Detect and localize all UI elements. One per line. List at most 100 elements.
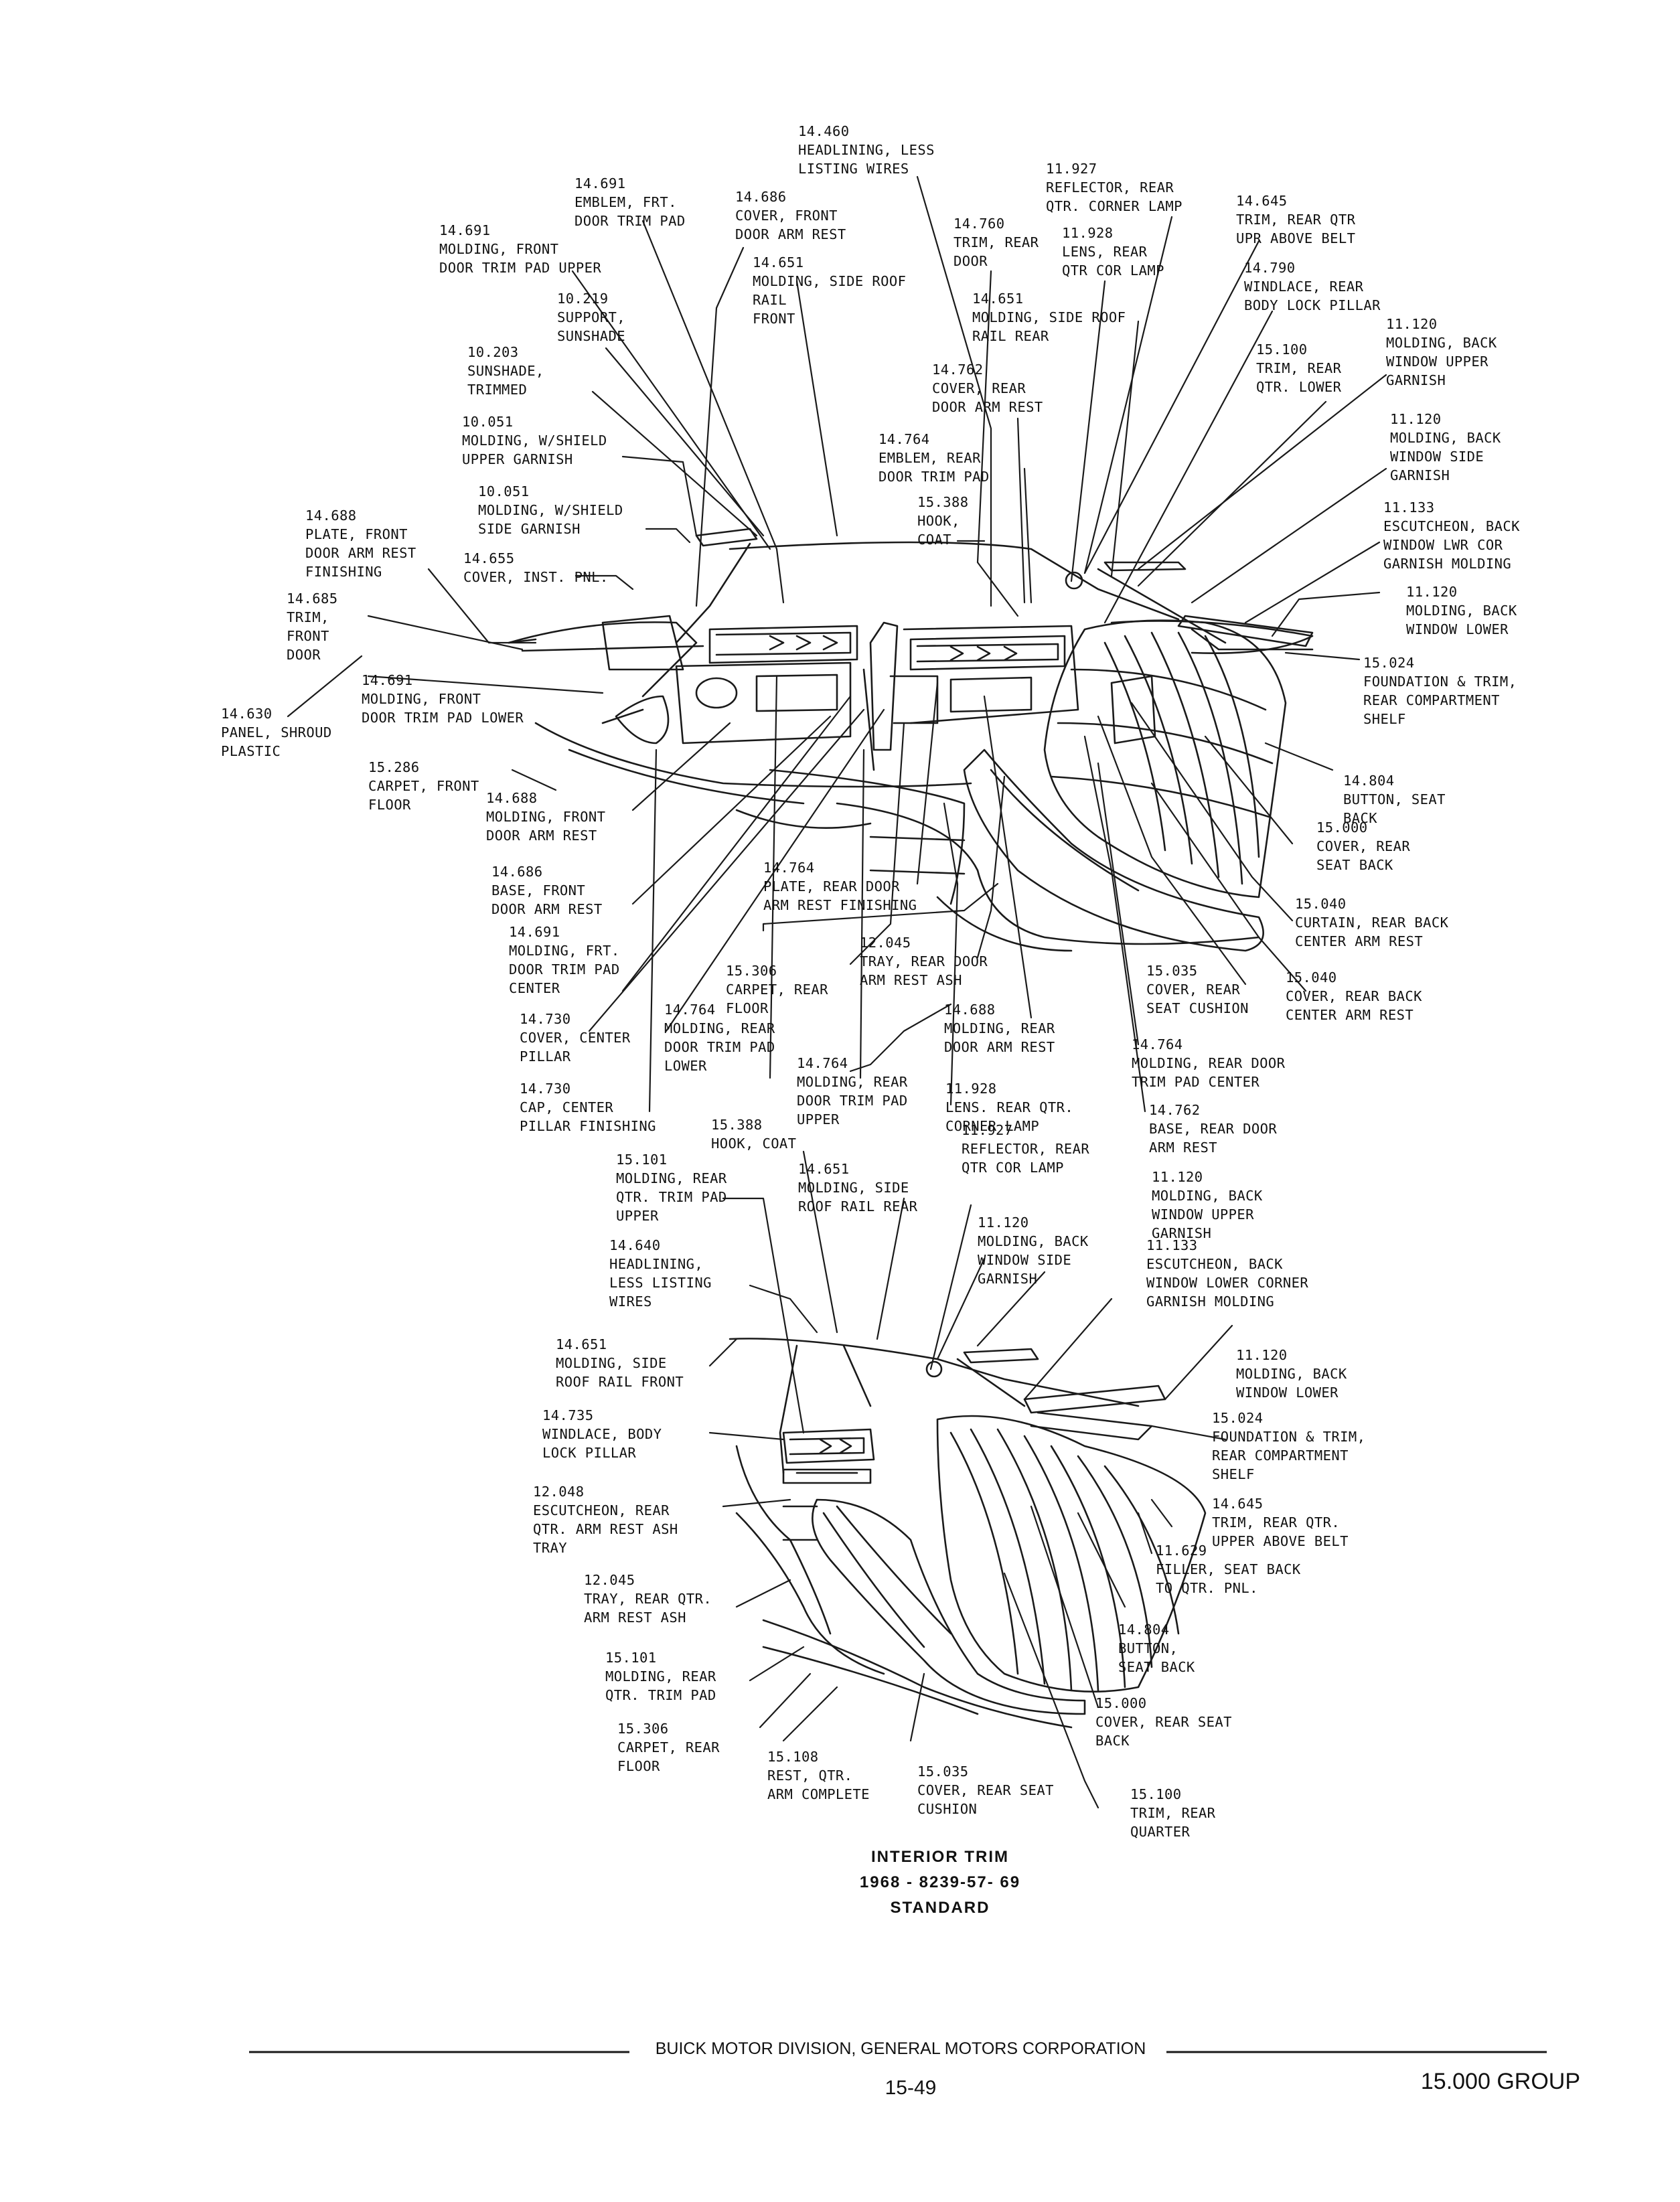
callout-part-number: 14.691: [509, 924, 560, 940]
footer-page-number: 15-49: [885, 2077, 937, 2099]
callout-part-number: 14.651: [556, 1336, 607, 1352]
callout-part-number: 14.651: [972, 291, 1024, 307]
callout-part-number: 14.764: [1132, 1036, 1183, 1052]
callout-part-number: 14.764: [664, 1002, 716, 1018]
callout-description: MOLDING, SIDE ROOF RAIL FRONT: [753, 273, 907, 327]
leader-lines-top: [287, 175, 1387, 1113]
callout-part-number: 15.108: [767, 1749, 819, 1765]
callout-part-number: 14.764: [797, 1055, 848, 1071]
callout-part-number: 14.686: [735, 189, 787, 205]
callout-part-number: 14.630: [221, 706, 273, 722]
callout-part-number: 15.035: [1146, 963, 1198, 979]
callout-part-number: 14.691: [439, 222, 491, 238]
callout-part-number: 14.764: [763, 860, 815, 876]
callout-part-number: 12.045: [584, 1572, 635, 1588]
callout-description: TRIM, REAR QTR UPR ABOVE BELT: [1236, 212, 1356, 246]
callout-description: CAP, CENTER PILLAR FINISHING: [520, 1099, 656, 1134]
callout-part-number: 10.219: [557, 291, 609, 307]
leader-lines-bottom: [708, 1150, 1233, 1809]
callout-part-number: 15.000: [1095, 1695, 1147, 1711]
callout-part-number: 14.804: [1343, 773, 1395, 789]
callout-part-number: 15.388: [711, 1117, 763, 1133]
callout-description: MOLDING, BACK WINDOW SIDE GARNISH: [978, 1233, 1089, 1287]
callout-description: COVER, REAR SEAT CUSHION: [917, 1782, 1054, 1817]
callout-part-number: 15.035: [917, 1763, 969, 1780]
callout-description: HOOK, COAT: [711, 1135, 797, 1152]
callout-part-number: 14.730: [520, 1081, 571, 1097]
callout-part-number: 15.101: [616, 1152, 668, 1168]
callout-part-number: 11.120: [1386, 316, 1438, 332]
callout-part-number: 14.735: [542, 1407, 594, 1423]
callout-description: MOLDING, FRT. DOOR TRIM PAD CENTER: [509, 943, 620, 996]
callout-part-number: 15.306: [617, 1721, 669, 1737]
callout-description: REFLECTOR, REAR QTR. CORNER LAMP: [1046, 179, 1182, 214]
callout-description: MOLDING, REAR DOOR TRIM PAD UPPER: [797, 1074, 908, 1127]
callout-description: MOLDING, FRONT DOOR TRIM PAD UPPER: [439, 241, 602, 276]
callout-part-number: 14.651: [798, 1161, 850, 1177]
callout-description: MOLDING, FRONT DOOR TRIM PAD LOWER: [362, 691, 524, 726]
callout-part-number: 11.120: [1406, 584, 1458, 600]
footer-company: BUICK MOTOR DIVISION, GENERAL MOTORS COR…: [655, 2039, 1146, 2058]
callout-description: MOLDING, SIDE ROOF RAIL REAR: [798, 1180, 918, 1214]
callout-description: MOLDING, SIDE ROOF RAIL FRONT: [556, 1355, 684, 1390]
callout-description: MOLDING, BACK WINDOW UPPER GARNISH: [1386, 335, 1497, 388]
callout-part-number: 11.928: [1062, 225, 1114, 241]
caption-model: 1968 - 8239-57- 69: [859, 1873, 1021, 1891]
callout-part-number: 11.133: [1146, 1237, 1198, 1253]
callout-description: MOLDING, REAR DOOR ARM REST: [944, 1020, 1055, 1055]
callout-description: CARPET, REAR FLOOR: [726, 981, 828, 1016]
callout-description: FILLER, SEAT BACK TO QTR. PNL.: [1156, 1561, 1301, 1596]
callout-part-number: 15.040: [1286, 969, 1337, 986]
callout-description: MOLDING, REAR DOOR TRIM PAD LOWER: [664, 1020, 775, 1074]
callout-part-number: 14.686: [491, 864, 543, 880]
callout-part-number: 11.120: [1390, 411, 1442, 427]
callout-description: WINDLACE, REAR BODY LOCK PILLAR: [1244, 279, 1381, 313]
callout-description: MOLDING, BACK WINDOW LOWER: [1236, 1366, 1347, 1401]
callout-description: CARPET, REAR FLOOR: [617, 1739, 720, 1774]
callout-description: WINDLACE, BODY LOCK PILLAR: [542, 1426, 662, 1461]
callout-description: EMBLEM, FRT. DOOR TRIM PAD: [575, 194, 686, 229]
callout-description: LENS, REAR QTR COR LAMP: [1062, 244, 1164, 279]
callout-part-number: 15.101: [605, 1650, 657, 1666]
callout-description: TRIM, REAR DOOR: [953, 234, 1039, 269]
callout-description: TRAY, REAR QTR. ARM REST ASH: [584, 1591, 712, 1626]
callout-part-number: 14.760: [953, 216, 1005, 232]
callout-description: MOLDING, BACK WINDOW LOWER: [1406, 603, 1517, 637]
